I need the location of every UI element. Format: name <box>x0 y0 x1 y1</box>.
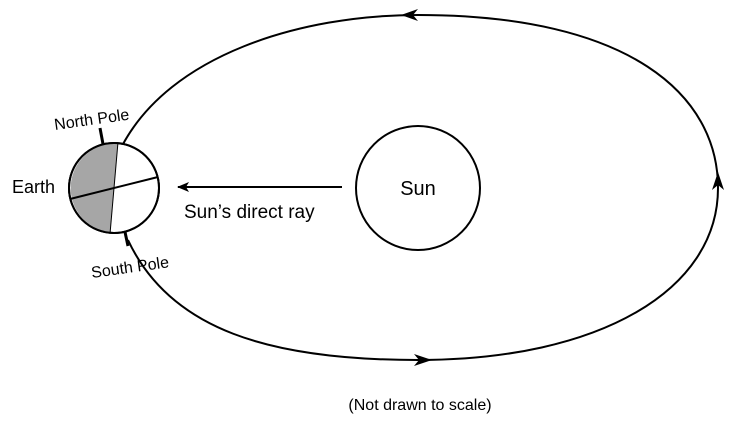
earth-axis-south <box>123 231 130 247</box>
south-pole-label: South Pole <box>90 254 170 282</box>
scale-note: (Not drawn to scale) <box>348 397 491 414</box>
earth-globe <box>68 127 160 247</box>
earth-label: Earth <box>12 177 55 197</box>
earth-axis-north <box>98 127 105 145</box>
north-pole-label: North Pole <box>53 107 130 134</box>
earth-orbit <box>121 13 720 362</box>
sun-label: Sun <box>400 178 436 200</box>
orbit-direction-arrow-top <box>401 9 418 21</box>
equator-line <box>69 176 159 200</box>
earth-outline <box>68 142 160 234</box>
orbit-direction-arrow-bottom <box>414 354 432 366</box>
sun-circle <box>355 125 481 251</box>
orbit-direction-arrow-right <box>712 172 724 190</box>
direct-ray-label: Sun’s direct ray <box>184 202 315 223</box>
earth-night-side <box>70 143 118 233</box>
